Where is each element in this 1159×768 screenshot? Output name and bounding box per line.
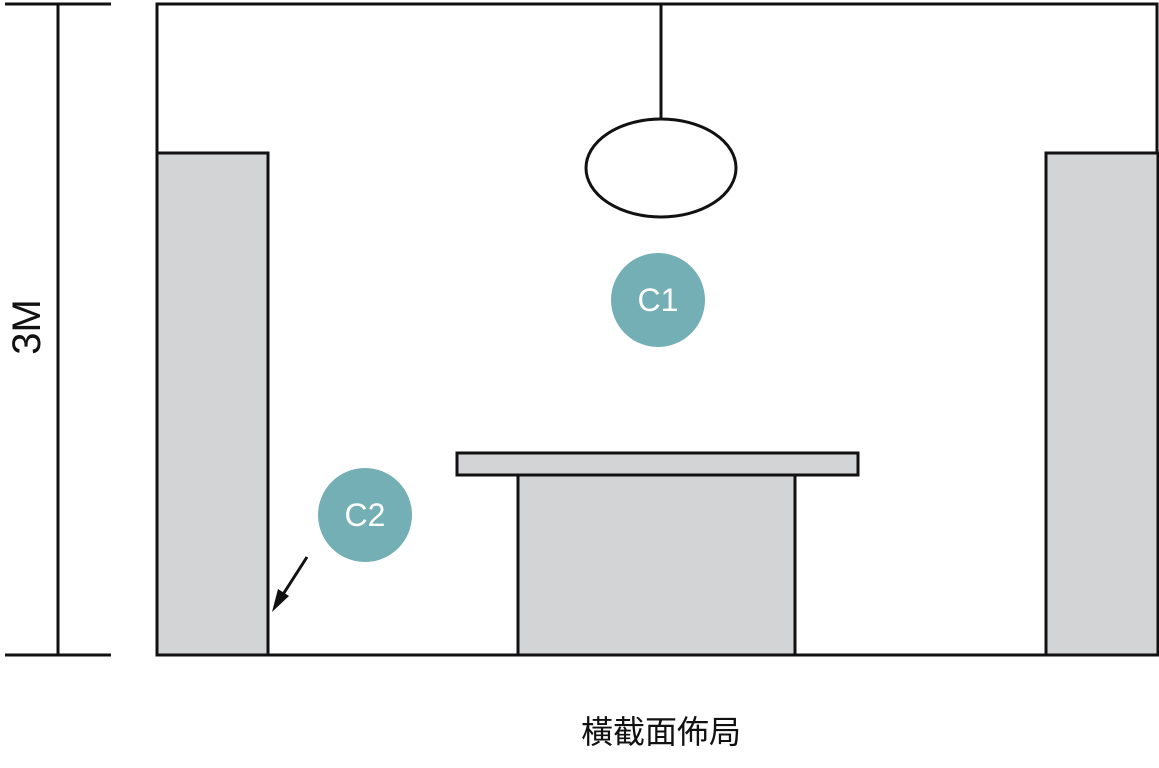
table [455, 451, 860, 657]
table-base [516, 473, 797, 657]
pointer-arrow-shaft [280, 556, 309, 597]
pendant-lamp [584, 4, 738, 219]
dimension-label: 3M [5, 299, 49, 355]
table-top [455, 451, 860, 477]
right-wall-panel [1044, 151, 1159, 657]
marker-c1: C1 [611, 253, 705, 347]
lamp-shade [584, 117, 738, 219]
room-outline [155, 2, 1159, 153]
marker-c2-label: C2 [345, 497, 386, 533]
pointer-arrow-head [272, 589, 289, 612]
left-wall-panel [155, 151, 270, 657]
marker-c2-circle [318, 468, 412, 562]
marker-c1-label: C1 [638, 282, 679, 318]
height-dimension: 3M [5, 2, 111, 657]
diagram-caption: 橫截面佈局 [581, 713, 741, 751]
marker-c2: C2 [318, 468, 412, 562]
marker-c1-circle [611, 253, 705, 347]
pointer-arrow [272, 556, 309, 612]
